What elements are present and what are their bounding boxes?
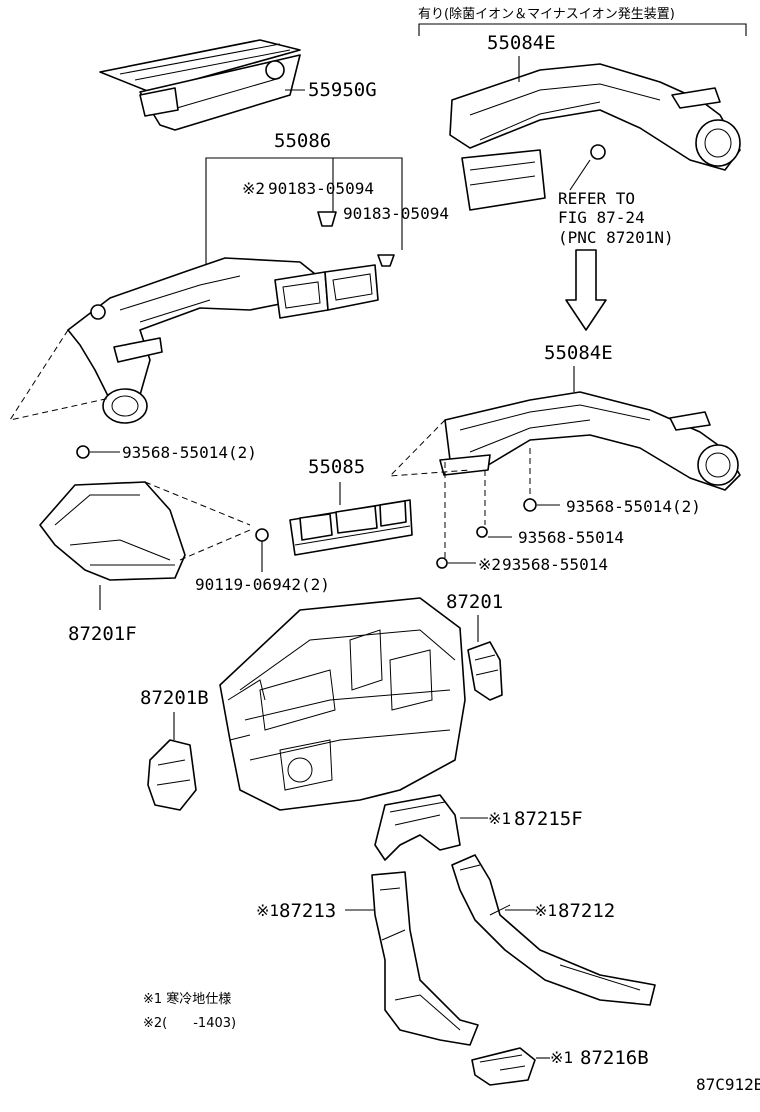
label-87215F: 87215F (514, 808, 583, 830)
part-87215F-drawing[interactable] (374, 794, 461, 861)
option-bracket: 有り(除菌イオン＆マイナスイオン発生装置) (418, 7, 747, 36)
label-55085: 55085 (308, 456, 365, 478)
label-87201B: 87201B (140, 687, 209, 709)
screw-icon (476, 526, 488, 538)
label-87201: 87201 (446, 591, 503, 613)
down-arrow-icon (565, 249, 607, 331)
option-label: 有り(除菌イオン＆マイナスイオン発生装置) (418, 7, 675, 22)
label-87212: 87212 (558, 900, 615, 922)
screw-icon (436, 557, 448, 569)
label-87201F: 87201F (68, 623, 137, 645)
screw-icon (255, 528, 269, 542)
mark-1-a: ※1 (488, 809, 511, 828)
part-87216B-drawing[interactable] (471, 1047, 536, 1086)
label-93568-b: 93568-55014(2) (566, 497, 701, 516)
label-55084E-bottom: 55084E (544, 342, 613, 364)
clip-icon (377, 254, 395, 267)
label-93568-d: 93568-55014 (502, 555, 608, 574)
part-87212-drawing[interactable] (451, 854, 656, 1006)
label-55086: 55086 (274, 130, 331, 152)
part-87201-drawing[interactable] (467, 641, 503, 701)
label-90183-a: 90183-05094 (268, 179, 374, 198)
mark-1-c: ※1 (534, 901, 557, 920)
label-90119: 90119-06942(2) (195, 575, 330, 594)
label-87216B: 87216B (580, 1047, 649, 1069)
mark-1-b: ※1 (256, 901, 279, 920)
label-93568-a: 93568-55014(2) (122, 443, 257, 462)
label-93568-c: 93568-55014 (518, 528, 624, 547)
note-2: ※2( -1403) (143, 1016, 236, 1031)
part-87201F-drawing[interactable] (39, 481, 186, 581)
label-55084E-top: 55084E (487, 32, 556, 54)
part-55950G-drawing[interactable] (99, 39, 305, 131)
figure-id: 87C912B (696, 1075, 760, 1094)
mark-2-b: ※2 (478, 555, 501, 574)
refer-line2: FIG 87-24 (558, 208, 645, 227)
mark-1-d: ※1 (550, 1048, 573, 1067)
clip-icon (317, 211, 337, 227)
label-90183-b: 90183-05094 (343, 204, 449, 223)
part-55084E-bottom-drawing[interactable] (439, 391, 741, 491)
note-1: ※1 寒冷地仕様 (143, 991, 231, 1007)
part-55085-drawing[interactable] (289, 499, 413, 556)
refer-line1: REFER TO (558, 189, 635, 208)
refer-line3: (PNC 87201N) (558, 228, 674, 247)
label-87213: 87213 (279, 900, 336, 922)
screw-icon (76, 445, 90, 459)
screw-icon (523, 498, 537, 512)
part-heater-unit-drawing[interactable] (219, 597, 466, 811)
part-87213-drawing[interactable] (371, 871, 479, 1046)
refer-note: REFER TO FIG 87-24 (PNC 87201N) (558, 159, 674, 331)
label-55950G: 55950G (308, 79, 377, 101)
part-55084E-top-drawing[interactable] (449, 56, 741, 211)
mark-2-a: ※2 (242, 179, 265, 198)
part-87201B-drawing[interactable] (147, 739, 197, 811)
part-55086-drawing[interactable] (67, 257, 379, 424)
